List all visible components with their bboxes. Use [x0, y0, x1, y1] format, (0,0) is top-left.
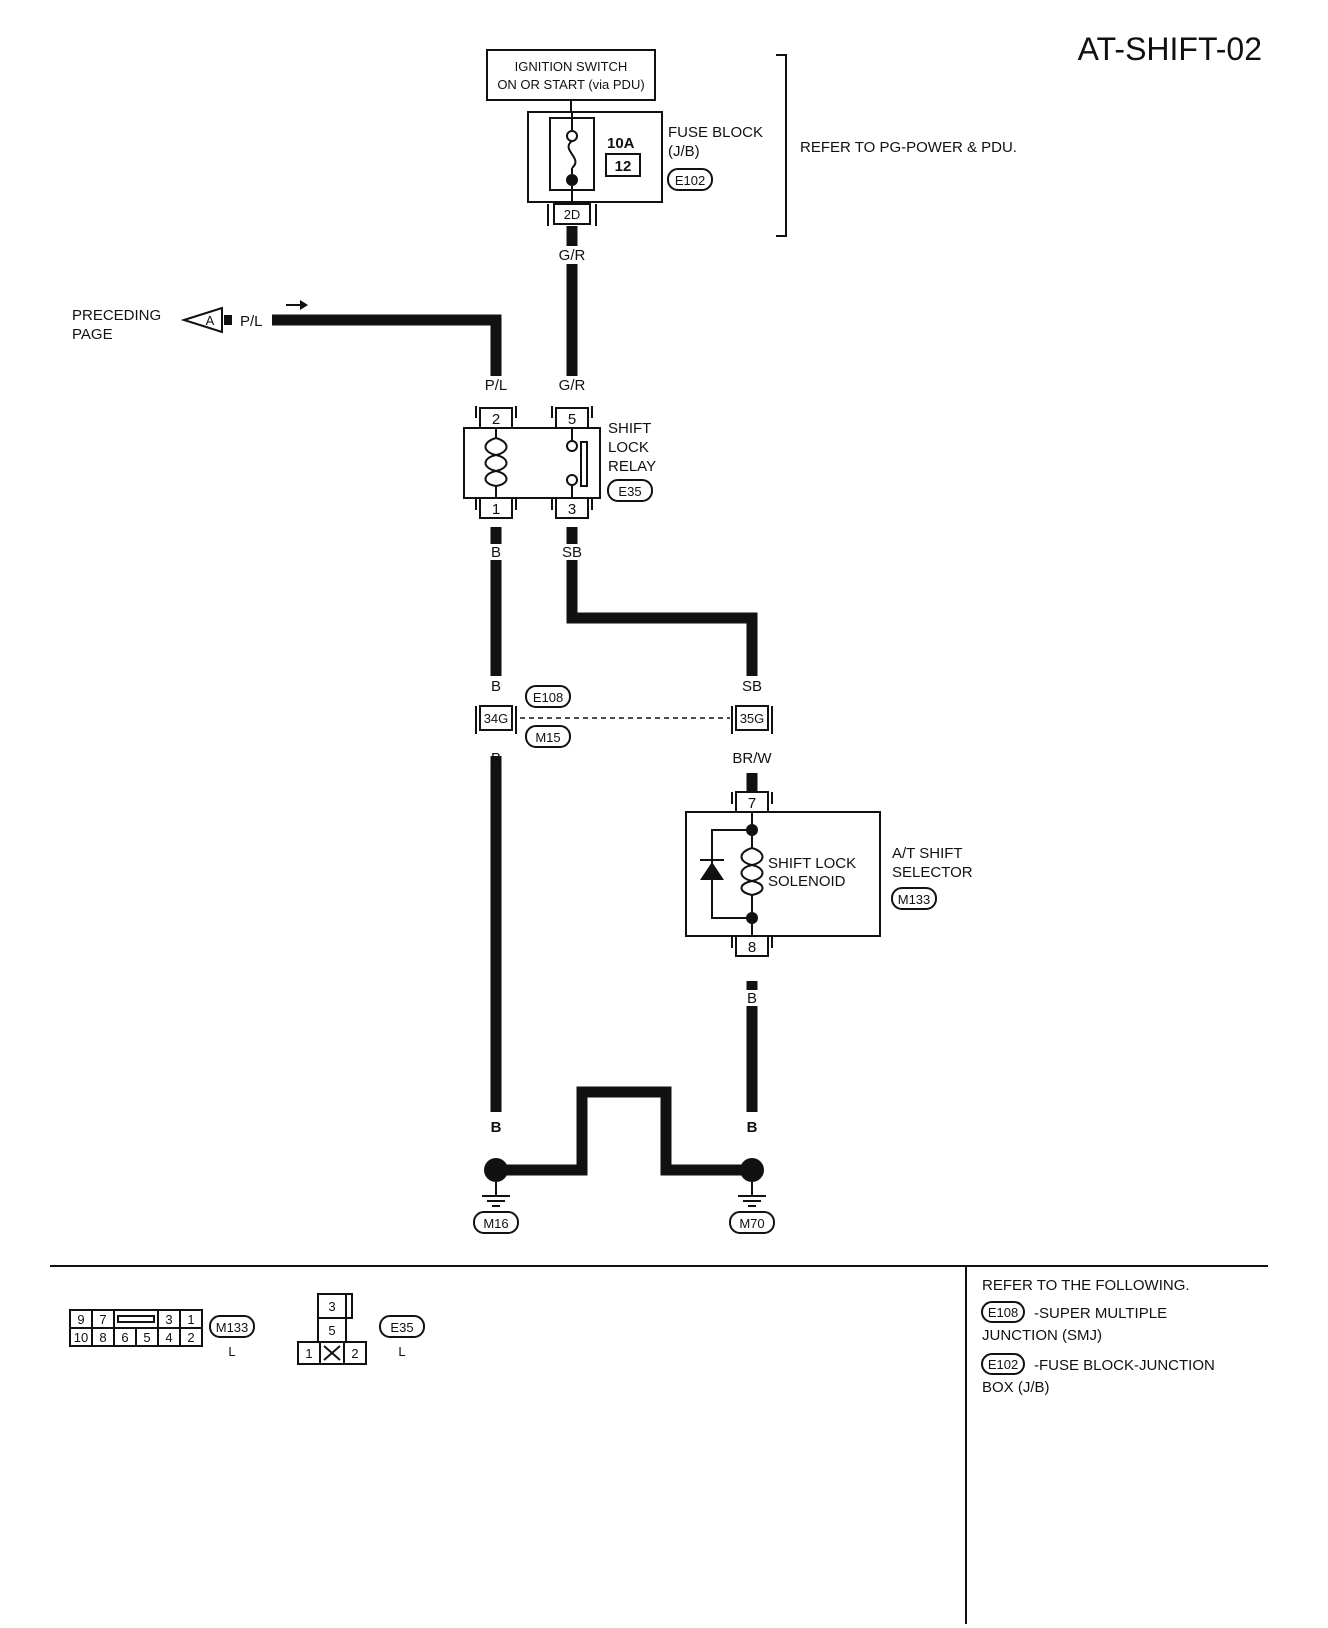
selector-pin-8: 8 [748, 939, 756, 956]
m133-pin-3: 3 [165, 1312, 172, 1327]
relay-label-line2: LOCK [608, 439, 649, 456]
relay-pin-1: 1 [492, 501, 500, 518]
e35-pin-1: 1 [305, 1346, 312, 1361]
solenoid-label-line1: SHIFT LOCK [768, 855, 856, 872]
e35-pin-2: 2 [351, 1346, 358, 1361]
fuse-block: 10A 12 [527, 111, 663, 204]
wire-color-b-mid-left: B [577, 1119, 588, 1136]
refer-title: REFER TO THE FOLLOWING. [982, 1277, 1190, 1294]
fuse-block-connector: E102 [675, 173, 705, 188]
ignition-switch-line2: ON OR START (via PDU) [497, 77, 644, 92]
e35-connector-id: E35 [390, 1320, 413, 1335]
m133-pin-5: 5 [143, 1330, 150, 1345]
relay-label-line3: RELAY [608, 458, 656, 475]
fuse-number: 12 [615, 158, 632, 175]
solenoid-label-line2: SOLENOID [768, 873, 846, 890]
relay-pin-2: 2 [492, 411, 500, 428]
selector-label-line1: A/T SHIFT [892, 845, 963, 862]
relay-pin-3: 3 [568, 501, 576, 518]
e35-pin-3: 3 [328, 1299, 335, 1314]
junction-smj: 34G 35G [475, 705, 773, 734]
refer-note: REFER TO PG-POWER & PDU. [800, 139, 1017, 156]
connector-view-m133: 9 7 3 1 10 8 6 5 4 2 M133 L [69, 1309, 255, 1359]
refer-item1-line1: -SUPER MULTIPLE [1034, 1305, 1167, 1322]
wire-color-sb-relay: SB [562, 544, 582, 561]
wire-color-sb-jct-in: SB [742, 678, 762, 695]
junction-connector-m15: M15 [535, 730, 560, 745]
fuse-amp: 10A [607, 135, 635, 152]
fuse-block-label: FUSE BLOCK [668, 124, 763, 141]
shift-selector: 7 8 [685, 791, 881, 957]
relay-connector: E35 [618, 484, 641, 499]
refer-item2-line1: -FUSE BLOCK-JUNCTION [1034, 1357, 1215, 1374]
ground-left-connector: M16 [483, 1216, 508, 1231]
ground-right: M70 [729, 1158, 775, 1234]
preceding-line2: PAGE [72, 326, 113, 343]
wire-color-pl-relay: P/L [485, 377, 508, 394]
junction-pin-34g: 34G [484, 711, 509, 726]
wire-color-b-jct-in: B [491, 678, 501, 695]
e35-color: L [398, 1344, 405, 1359]
refer-item1-connector: E108 [988, 1305, 1018, 1320]
wire-color-b-gnd-right: B [747, 1119, 758, 1136]
ignition-switch-line1: IGNITION SWITCH [515, 59, 628, 74]
selector-pin-7: 7 [748, 795, 756, 812]
relay-pin-5: 5 [568, 411, 576, 428]
m133-color: L [228, 1344, 235, 1359]
wires [272, 226, 758, 1176]
e35-pin-5: 5 [328, 1323, 335, 1338]
page-title: AT-SHIFT-02 [1078, 31, 1262, 67]
refer-item2-line2: BOX (J/B) [982, 1379, 1050, 1396]
m133-pin-9: 9 [77, 1312, 84, 1327]
selector-connector: M133 [898, 892, 931, 907]
preceding-line1: PRECEDING [72, 307, 161, 324]
connector-view-e35: 3 5 1 2 E35 L [297, 1293, 425, 1365]
shift-lock-relay: 2 5 1 3 [463, 406, 601, 519]
junction-pin-35g: 35G [740, 711, 765, 726]
refer-box: REFER TO THE FOLLOWING. E108 -SUPER MULT… [981, 1277, 1215, 1396]
fuse-block-jb: (J/B) [668, 143, 700, 160]
wire-color-brw-out: BR/W [732, 750, 772, 767]
m133-pin-1: 1 [187, 1312, 194, 1327]
m133-pin-8: 8 [99, 1330, 106, 1345]
m133-pin-6: 6 [121, 1330, 128, 1345]
wire-color-b-solenoid: B [747, 990, 757, 1007]
m133-pin-2: 2 [187, 1330, 194, 1345]
wire-color-b-relay: B [491, 544, 501, 561]
preceding-wire-color: P/L [240, 313, 263, 330]
refer-item1-line2: JUNCTION (SMJ) [982, 1327, 1102, 1344]
wire-color-gr-relay: G/R [559, 377, 586, 394]
relay-label-line1: SHIFT [608, 420, 651, 437]
m133-connector-id: M133 [216, 1320, 249, 1335]
ignition-switch: IGNITION SWITCH ON OR START (via PDU) [486, 49, 656, 101]
preceding-connector-letter: A [206, 313, 215, 328]
ground-right-connector: M70 [739, 1216, 764, 1231]
selector-label-line2: SELECTOR [892, 864, 973, 881]
fuse-terminal: 2D [564, 207, 581, 222]
refer-item2-connector: E102 [988, 1357, 1018, 1372]
junction-connector-e108: E108 [533, 690, 563, 705]
m133-pin-4: 4 [165, 1330, 172, 1345]
preceding-page-connector: PRECEDING PAGE A P/L [72, 300, 308, 343]
wire-color-b-jct-out: B [491, 750, 501, 767]
wire-color-b-gnd-left: B [491, 1119, 502, 1136]
m133-pin-10: 10 [74, 1330, 88, 1345]
wire-color-b-mid-right: B [661, 1119, 672, 1136]
ground-left: M16 [473, 1158, 519, 1234]
wire-color-gr-top: G/R [559, 247, 586, 264]
m133-pin-7: 7 [99, 1312, 106, 1327]
